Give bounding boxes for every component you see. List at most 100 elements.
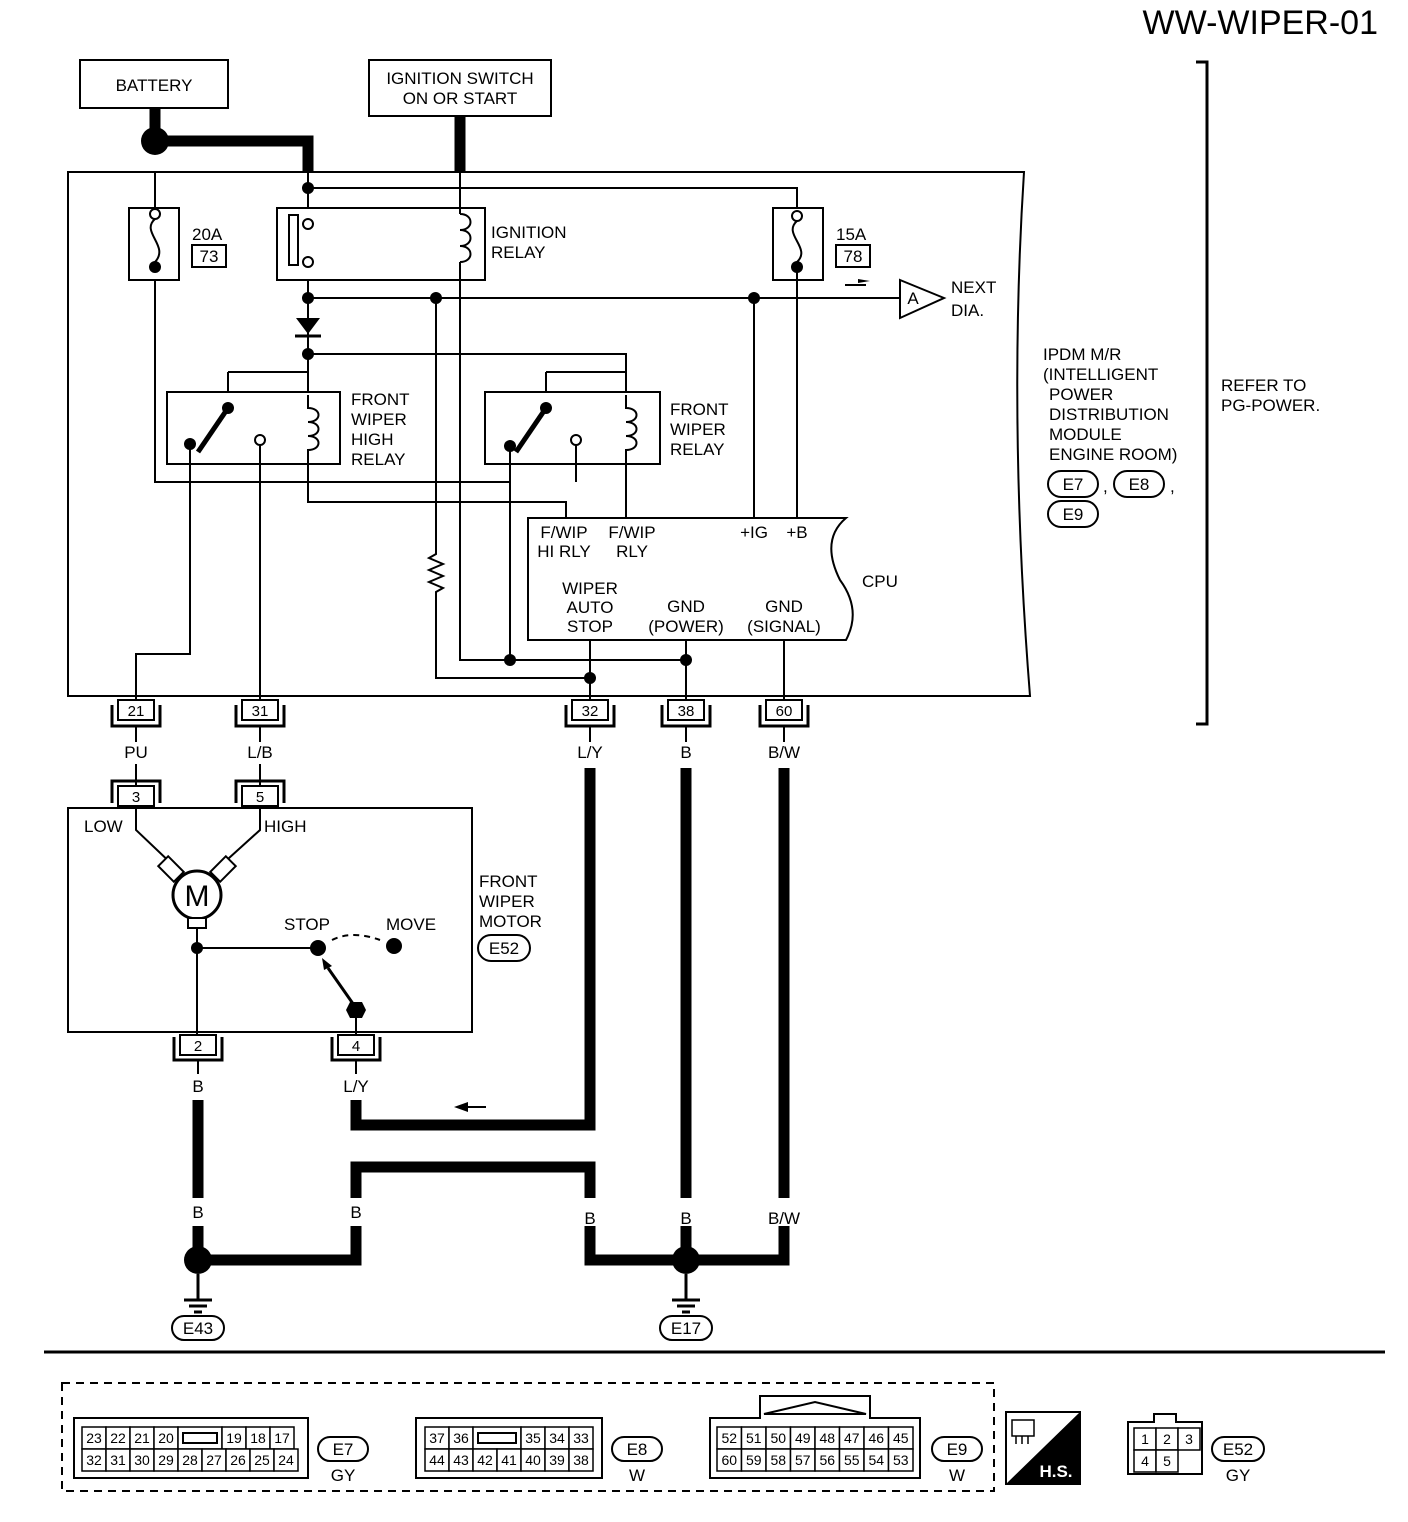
connector-e52-pin-label: 3 [1185,1431,1193,1447]
connector-e7-pin-label: 31 [110,1452,126,1468]
ignition-relay-contact-top [302,218,314,230]
connector-e52-color: GY [1226,1466,1251,1485]
connector-e7-pin-label: 22 [110,1430,126,1446]
cpu-gnd-power-1: GND [667,597,705,616]
motor-shaft [187,917,207,929]
motor-pin-stubs [197,1060,357,1074]
connector-e52-pin-label: 5 [1163,1453,1171,1469]
cpu-gnd-signal-2: (SIGNAL) [747,617,821,636]
motor-wire-gnd: B [192,1077,203,1096]
cpu-auto-stop-1: WIPER [562,579,618,598]
cpu-gnd-power-2: (POWER) [648,617,724,636]
motor-symbol: M [185,880,210,913]
motor-name-1: FRONT [479,872,538,891]
wiper-relay-label-1: FRONT [670,400,729,419]
connector-e52-pin-label: 2 [1163,1431,1171,1447]
connector-e7-pin-label: 28 [182,1452,198,1468]
module-pin-21-label: 21 [128,703,145,720]
connector-e9-pin-label: 45 [893,1430,909,1446]
connector-e7-pin-label: 30 [134,1452,150,1468]
connector-e9-pin-label: 56 [819,1452,835,1468]
connector-e52-cavity [1155,1449,1179,1473]
next-dia-label-2: DIA. [951,301,984,320]
motor-connector-pill [477,934,531,962]
battery-label: BATTERY [116,76,193,95]
motor-pin-2: 2 [172,1034,224,1062]
connector-e7-pin-label: 18 [250,1430,266,1446]
connector-e9-pill [931,1436,983,1462]
ignition-switch-label-2: ON OR START [403,89,518,108]
motor-move-label: MOVE [386,915,436,934]
diode-symbol [296,318,320,334]
cpu-b: +B [786,523,807,542]
fuse-20a-rating: 20A [192,225,223,244]
module-label-5: MODULE [1049,425,1122,444]
connector-e9-pin-label: 57 [795,1452,811,1468]
cpu-ig: +IG [740,523,768,542]
connector-e8-key [477,1432,517,1444]
fuse-20a-bottom [149,261,161,273]
front-wiper-high-relay [166,391,341,465]
connector-e52-pin-label: 1 [1141,1431,1149,1447]
ground-e43: E43 [183,1319,213,1338]
module-label-3: POWER [1049,385,1113,404]
cpu-rly-2: RLY [616,542,648,561]
motor-pin-4: 4 [330,1034,382,1062]
diagram-title: WW-WIPER-01 [1143,4,1378,42]
motor-ground-wire [196,928,318,1040]
motor-brush-left [156,854,186,884]
connector-e7-pin-label: 17 [274,1430,290,1446]
connector-e9-pin-label: 54 [868,1452,884,1468]
module-connector-sep-1: , [1103,477,1108,496]
motor-pin-5: 5 [234,779,286,807]
harness-side-icon: H.S. [1005,1411,1081,1485]
module-connector-e8: E8 [1129,475,1150,494]
connector-e8-pin-label: 43 [453,1452,469,1468]
connector-e7-pin-label: 26 [230,1452,246,1468]
connector-e8-pill [611,1436,663,1462]
connector-e9-cavity [887,1448,914,1472]
cpu-auto-stop-2: AUTO [567,598,614,617]
connector-e52-id: E52 [1223,1440,1253,1459]
module-pin-32-label: 32 [582,703,599,720]
cpu-hi-rly-1: F/WIP [540,523,587,542]
motor-pin-3-label: 3 [132,789,140,806]
ipdm-outline [67,171,1032,697]
motor-junction [191,942,203,954]
connector-e8-pin-label: 42 [477,1452,493,1468]
ground-splice-e43 [184,1246,212,1274]
battery-box [79,59,229,109]
module-connector-e9: E9 [1063,505,1084,524]
connector-e7-id: E7 [333,1440,354,1459]
ignition-relay [276,207,486,281]
refer-label-2: PG-POWER. [1221,396,1320,415]
fuse-15a-number: 78 [844,247,863,266]
connector-e8-id: E8 [627,1440,648,1459]
high-relay-label-1: FRONT [351,390,410,409]
fuse-20a-number-box [191,244,227,268]
cam-switch-path [331,934,381,941]
harness-side-label: H.S. [1039,1462,1072,1481]
connector-e7-pin-label: 20 [158,1430,174,1446]
cam-switch-pivot [346,1002,366,1018]
motor-name-2: WIPER [479,892,535,911]
motor-wire-stop: L/Y [343,1077,369,1096]
connector-e7-pin-label: 19 [226,1430,242,1446]
high-relay-label-2: WIPER [351,410,407,429]
cpu-rly-1: F/WIP [608,523,655,542]
connector-e8-color: W [629,1466,645,1485]
connector-e8-pin-label: 33 [573,1430,589,1446]
ly-direction-arrow-icon [454,1102,468,1112]
next-dia-arrow-icon [858,279,870,283]
connector-e7-pin-label: 27 [206,1452,222,1468]
fuse-20a-number: 73 [200,247,219,266]
ly-harness-wire [350,768,596,1131]
connector-e7-pin-label: 29 [158,1452,174,1468]
connector-e7-pin-label: 32 [86,1452,102,1468]
fuse-15a-bottom [791,261,803,273]
connector-e52-pin-label: 4 [1141,1453,1149,1469]
connector-e9-pin-label: 48 [819,1430,835,1446]
refer-bracket [1196,60,1209,726]
fuse-20a-element [149,218,161,263]
